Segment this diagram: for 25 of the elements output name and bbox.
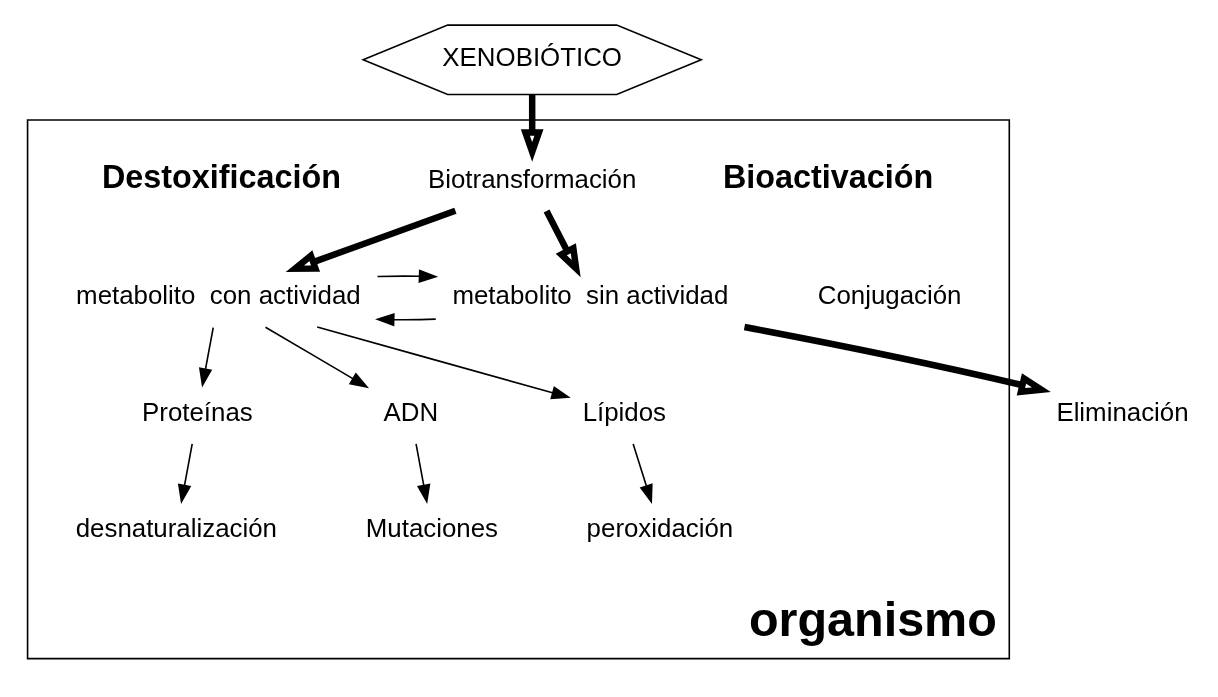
node-text: Eliminación (1056, 397, 1189, 426)
arrow (177, 443, 193, 504)
arrow (285, 207, 457, 273)
arrow (632, 443, 653, 504)
node-text: metabolito con actividad (76, 281, 361, 310)
label: Conjugación (817, 281, 962, 310)
arrow (743, 323, 1051, 396)
arrow (520, 94, 544, 162)
arrow (376, 269, 439, 283)
node-text: Lípidos (582, 397, 667, 426)
arrow (375, 312, 437, 327)
arrow (264, 326, 370, 389)
label: Destoxificación (101, 158, 341, 195)
arrow (543, 209, 581, 278)
node-text: metabolito sin actividad (452, 281, 729, 310)
label: Bioactivación (723, 158, 934, 195)
arrow (316, 326, 571, 400)
node-text: Biotransformación (427, 164, 637, 193)
arrow (415, 443, 431, 504)
node-text: desnaturalización (75, 513, 277, 542)
node-text: peroxidación (586, 513, 734, 542)
arrow (198, 326, 215, 388)
node-text: Proteínas (142, 397, 253, 426)
node-text: Mutaciones (365, 513, 499, 542)
node-text: ADN (383, 397, 439, 426)
